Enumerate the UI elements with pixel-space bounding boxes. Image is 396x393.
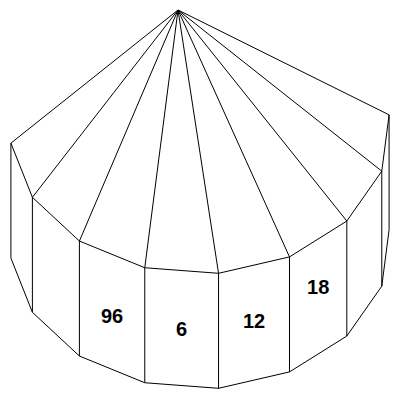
cone-edge bbox=[178, 10, 347, 221]
prism-edge bbox=[389, 115, 390, 230]
prism-edge bbox=[218, 273, 219, 388]
cone-edge bbox=[178, 10, 389, 115]
rim-edge bbox=[11, 115, 389, 273]
cone-edge bbox=[79, 10, 178, 241]
prism-edge bbox=[32, 197, 33, 312]
face-number: 6 bbox=[174, 319, 189, 339]
cone-edge bbox=[11, 10, 178, 143]
face-number: 96 bbox=[99, 306, 125, 326]
prism-edge bbox=[381, 171, 382, 286]
prism-edge bbox=[346, 221, 347, 336]
base-edge bbox=[11, 230, 389, 388]
cone-edge bbox=[178, 10, 219, 273]
outline-strokes bbox=[11, 10, 389, 388]
prism-edge bbox=[79, 241, 80, 356]
prism-edge bbox=[289, 257, 290, 372]
cone-edge bbox=[32, 10, 178, 197]
cone-edge bbox=[178, 10, 382, 171]
face-number: 18 bbox=[305, 277, 331, 297]
cone-edge bbox=[178, 10, 289, 257]
face-number: 12 bbox=[241, 311, 267, 331]
prism-edge bbox=[144, 268, 145, 383]
prism-edge bbox=[10, 143, 11, 258]
